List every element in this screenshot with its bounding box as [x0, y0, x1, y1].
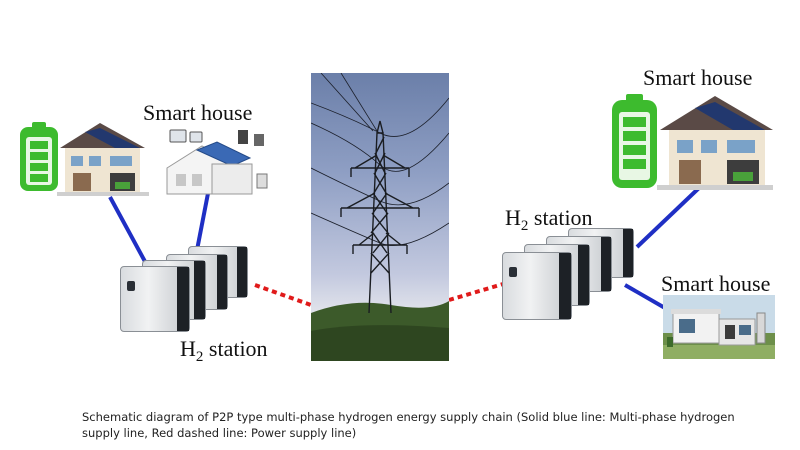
modern-house-photo	[663, 295, 775, 359]
house-solar-icon	[655, 90, 775, 190]
house-solar-icon	[55, 118, 150, 198]
figure-caption: Schematic diagram of P2P type multi-phas…	[82, 409, 742, 441]
left-h2-station-units	[120, 240, 260, 330]
station-unit	[502, 252, 572, 320]
battery-icon	[612, 100, 657, 188]
power-line-right	[449, 282, 510, 300]
power-line-left	[255, 285, 311, 305]
right-bottom-smart-house-label: Smart house	[661, 271, 770, 297]
station-unit	[120, 266, 190, 332]
right-h2-station-units	[502, 228, 642, 328]
smart-house-appliances-icon	[162, 128, 272, 200]
right-top-smart-house-label: Smart house	[643, 65, 752, 91]
power-tower-photo	[311, 73, 449, 361]
left-h2-station-label: H2 station	[180, 336, 268, 366]
battery-icon	[20, 127, 58, 191]
left-smart-house-label: Smart house	[143, 100, 252, 126]
hydrogen-line-right-house-top	[637, 187, 700, 247]
